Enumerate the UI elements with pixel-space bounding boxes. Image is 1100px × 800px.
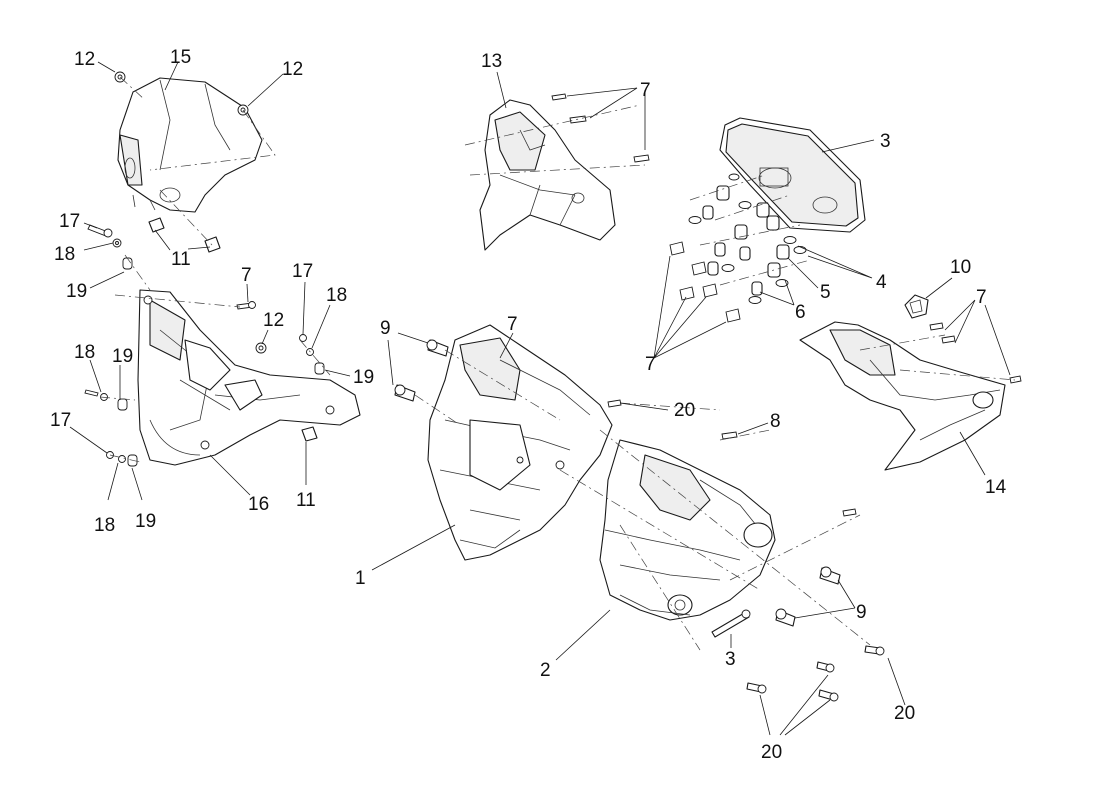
- callout-labels: 12 15 12 13 7 3 17 18 11 19 7 17 18 12 1…: [50, 47, 1007, 763]
- part-19-grommet-b: [314, 362, 325, 375]
- part-7-screw-b: [236, 301, 256, 310]
- callout-1: 1: [355, 568, 366, 589]
- callout-7: 7: [645, 354, 656, 375]
- callout-15: 15: [170, 47, 191, 68]
- part-20-screw-b: [842, 508, 857, 517]
- part-7-screws-e: [929, 322, 1022, 384]
- callout-17: 17: [50, 410, 71, 431]
- part-18-washer-d: [118, 455, 126, 463]
- part-3-instrument-cluster: [719, 117, 866, 233]
- part-19-grommet-c: [117, 398, 128, 411]
- part-16-support-bracket: [137, 289, 361, 466]
- part-9-bolt-a1: [426, 339, 449, 357]
- part-19-grommet-a: [122, 257, 133, 270]
- callout-18: 18: [94, 515, 115, 536]
- part-20-screws-c: [746, 645, 885, 702]
- part-8-screw: [721, 431, 738, 440]
- part-18-washer-a: [112, 238, 122, 248]
- part-7-screws-d: [669, 241, 741, 323]
- callout-7: 7: [976, 287, 987, 308]
- callout-8: 8: [770, 411, 781, 432]
- part-7-screw-a3: [633, 154, 650, 163]
- part-17-screw-a: [87, 224, 113, 238]
- callout-12: 12: [282, 59, 303, 80]
- part-9-bolt-a2: [394, 384, 416, 402]
- callout-19: 19: [135, 511, 156, 532]
- callout-19: 19: [353, 367, 374, 388]
- callout-7: 7: [507, 314, 518, 335]
- part-11-clip-b: [204, 236, 221, 253]
- part-17-screw-c: [84, 389, 99, 397]
- parts-4-5-6-spacers: [688, 173, 807, 304]
- callout-11: 11: [296, 490, 316, 511]
- callout-4: 4: [876, 272, 887, 293]
- part-20-screw-a: [607, 399, 622, 408]
- callout-11: 11: [171, 249, 191, 270]
- callout-9: 9: [856, 602, 867, 623]
- part-1-headlight-housing: [427, 324, 613, 561]
- part-9-bolt-b2: [775, 608, 796, 627]
- callout-18: 18: [74, 342, 95, 363]
- part-17-screw-b: [299, 334, 307, 342]
- part-10-cap: [904, 294, 929, 319]
- part-15-upper-cover: [117, 77, 263, 213]
- leader-lines: [69, 61, 1011, 736]
- callout-10: 10: [950, 257, 971, 278]
- callout-13: 13: [481, 51, 502, 72]
- callout-16: 16: [248, 494, 269, 515]
- part-9-bolt-b1: [819, 566, 841, 585]
- part-11-clip-c: [301, 426, 318, 442]
- part-12-screw-c: [255, 342, 267, 354]
- part-14-side-cover: [799, 321, 1006, 471]
- callout-2: 2: [540, 660, 551, 681]
- callout-20: 20: [894, 703, 915, 724]
- part-7-screw-a1: [551, 93, 567, 101]
- callout-3: 3: [725, 649, 736, 670]
- callout-12: 12: [263, 310, 284, 331]
- callout-14: 14: [985, 477, 1007, 498]
- callout-18: 18: [54, 244, 75, 265]
- callout-12: 12: [74, 49, 95, 70]
- callout-20: 20: [761, 742, 782, 763]
- callout-3: 3: [880, 131, 891, 152]
- callout-6: 6: [795, 302, 806, 323]
- part-2-headlight-housing: [599, 439, 776, 621]
- callout-20: 20: [674, 400, 695, 421]
- callout-17: 17: [292, 261, 313, 282]
- callout-19: 19: [112, 346, 133, 367]
- callout-19: 19: [66, 281, 87, 302]
- part-3-long-bolt: [711, 609, 751, 638]
- callout-18: 18: [326, 285, 347, 306]
- callout-17: 17: [59, 211, 80, 232]
- callout-7: 7: [640, 80, 651, 101]
- callout-5: 5: [820, 282, 831, 303]
- part-11-clip-a: [148, 217, 165, 233]
- callout-9: 9: [380, 318, 391, 339]
- part-13-rear-panel: [479, 99, 616, 251]
- callout-7: 7: [241, 265, 252, 286]
